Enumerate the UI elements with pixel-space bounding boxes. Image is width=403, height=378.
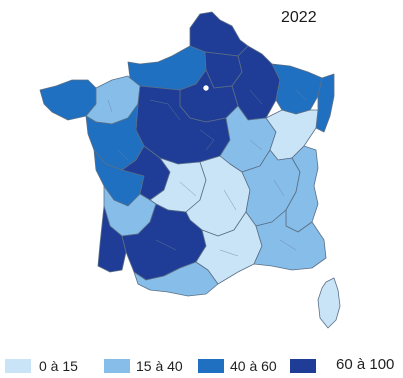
legend-swatch-2 <box>198 359 224 373</box>
region-alsace <box>315 73 335 133</box>
year-title: 2022 <box>281 9 317 26</box>
legend-swatch-1 <box>104 359 130 373</box>
legend-label-0: 0 à 15 <box>39 358 78 374</box>
region-landes <box>97 205 127 273</box>
region-provence <box>253 209 327 271</box>
region-normandy <box>127 45 207 91</box>
legend-label-2: 40 à 60 <box>230 358 277 374</box>
legend-label-3: 60 à 100 <box>336 356 395 373</box>
legend: 0 à 15 15 à 40 40 à 60 60 à 100 <box>0 356 403 378</box>
france-map <box>39 11 341 329</box>
legend-swatch-3 <box>290 359 316 373</box>
legend-swatch-0 <box>5 359 31 373</box>
legend-label-1: 15 à 40 <box>136 358 183 374</box>
region-lorraine <box>271 63 323 115</box>
region-franche-comte <box>265 109 319 161</box>
region-corsica <box>317 277 341 329</box>
region-champagne <box>231 45 281 121</box>
paris-marker <box>202 84 210 92</box>
